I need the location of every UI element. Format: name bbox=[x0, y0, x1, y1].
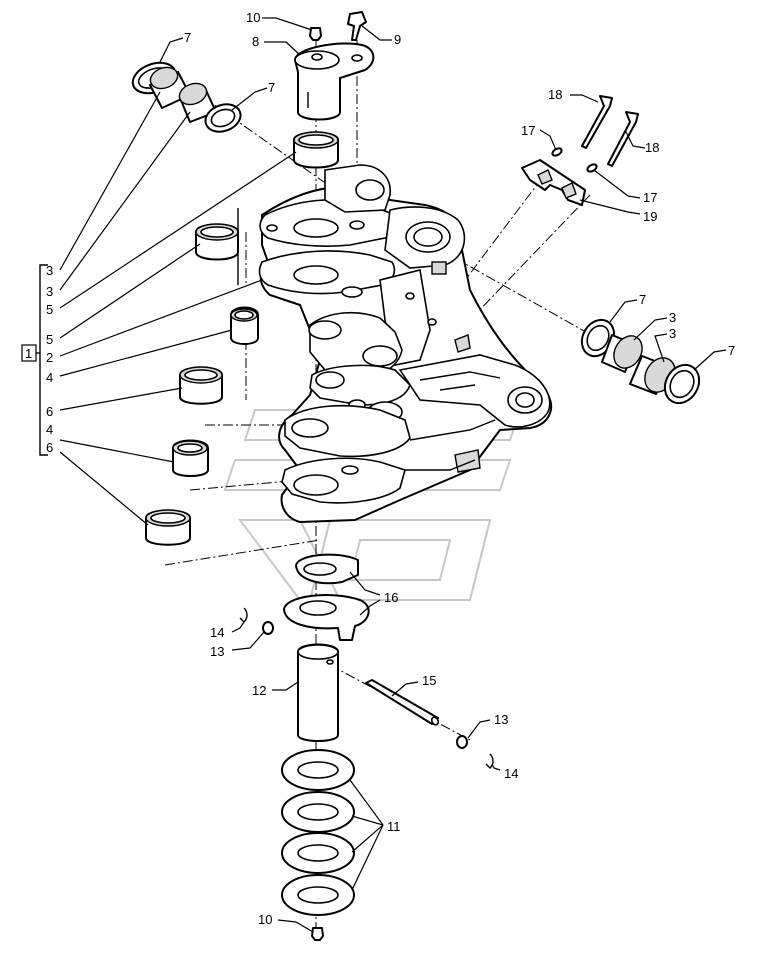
label-17-b: 17 bbox=[643, 190, 657, 205]
shim-11-d bbox=[281, 874, 355, 916]
bushing-4-lower bbox=[172, 439, 209, 477]
label-10-top: 10 bbox=[246, 10, 260, 25]
label-7-right-a: 7 bbox=[639, 292, 646, 307]
label-5-a: 5 bbox=[46, 302, 53, 317]
clip-14-left bbox=[239, 607, 248, 623]
shim-16-lower bbox=[283, 594, 370, 641]
label-14-left: 14 bbox=[210, 625, 224, 640]
grease-fitting-bottom bbox=[311, 927, 324, 941]
bushing-4-upper bbox=[230, 306, 259, 345]
bushing-6-upper bbox=[179, 366, 223, 405]
label-1-group: 1 bbox=[25, 346, 32, 361]
retaining-plate bbox=[521, 159, 586, 206]
label-7-right-b: 7 bbox=[728, 343, 735, 358]
lower-pivot-pin bbox=[297, 643, 339, 742]
swing-frame bbox=[258, 164, 553, 523]
group-bracket bbox=[21, 208, 239, 456]
label-9: 9 bbox=[394, 32, 401, 47]
clip-14-right bbox=[485, 753, 494, 769]
bushing-3-right-a bbox=[601, 334, 643, 373]
bushing-6-lower bbox=[145, 509, 191, 546]
upper-bushing bbox=[293, 131, 339, 169]
group-1-box bbox=[21, 344, 37, 362]
label-6-b: 6 bbox=[46, 440, 53, 455]
shim-11-b bbox=[281, 791, 355, 833]
label-12: 12 bbox=[252, 683, 266, 698]
label-7-top-right: 7 bbox=[268, 80, 275, 95]
bolt-18-left bbox=[581, 95, 613, 149]
seal-ring-7-top-right bbox=[204, 103, 242, 133]
label-5-b: 5 bbox=[46, 332, 53, 347]
label-16: 16 bbox=[384, 590, 398, 605]
label-4-a: 4 bbox=[46, 370, 53, 385]
label-18-b: 18 bbox=[645, 140, 659, 155]
washer-13-right bbox=[456, 735, 468, 749]
label-11: 11 bbox=[387, 819, 401, 834]
washer-17-left bbox=[551, 147, 563, 157]
grease-fitting-top bbox=[309, 27, 322, 41]
bolt-9 bbox=[347, 11, 367, 41]
label-7-top-left: 7 bbox=[184, 30, 191, 45]
label-3-b: 3 bbox=[46, 284, 53, 299]
label-14-right: 14 bbox=[504, 766, 518, 781]
label-19: 19 bbox=[643, 209, 657, 224]
bushing-5 bbox=[195, 223, 239, 261]
seal-ring-7-right-b bbox=[663, 363, 701, 405]
label-2: 2 bbox=[46, 350, 53, 365]
shim-11-c bbox=[281, 832, 355, 874]
label-15: 15 bbox=[422, 673, 436, 688]
label-6-a: 6 bbox=[46, 404, 53, 419]
label-18-a: 18 bbox=[548, 87, 562, 102]
shim-16-upper bbox=[295, 553, 359, 585]
label-3-right-b: 3 bbox=[669, 326, 676, 341]
leader-lines bbox=[59, 17, 727, 933]
label-17-a: 17 bbox=[521, 123, 535, 138]
label-3-a: 3 bbox=[46, 263, 53, 278]
label-8: 8 bbox=[252, 34, 259, 49]
upper-pivot-pin bbox=[294, 42, 375, 121]
label-13-left: 13 bbox=[210, 644, 224, 659]
seal-ring-7-right-a bbox=[580, 318, 616, 358]
label-3-right-a: 3 bbox=[669, 310, 676, 325]
washer-13-left bbox=[262, 621, 274, 635]
callout-labels: 1 3 3 5 5 2 4 6 4 6 7 7 8 9 10 18 18 17 … bbox=[25, 10, 735, 927]
label-4-b: 4 bbox=[46, 422, 53, 437]
label-10-bottom: 10 bbox=[258, 912, 272, 927]
shim-11-a bbox=[281, 749, 355, 791]
cross-pin bbox=[365, 679, 440, 726]
label-13-right: 13 bbox=[494, 712, 508, 727]
bolt-18-right bbox=[607, 111, 639, 167]
